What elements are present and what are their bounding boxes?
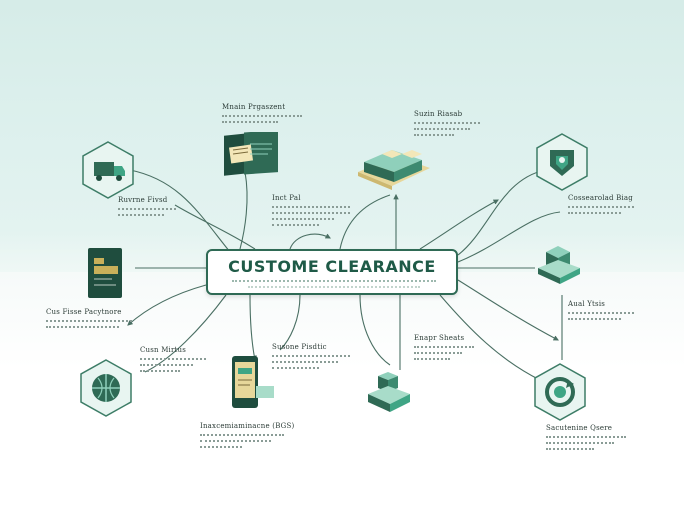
label-desc-line — [568, 206, 634, 208]
label-center-bottom: Susone Pisdtic — [272, 343, 350, 369]
truck-hexagon-icon — [82, 141, 134, 199]
label-desc-line — [272, 355, 350, 357]
label-title: Suzin Riasab — [414, 110, 463, 118]
label-desc-line — [546, 448, 594, 450]
label-desc-line — [414, 358, 450, 360]
label-desc-line — [222, 115, 302, 117]
refresh-hexagon-icon — [534, 363, 586, 421]
label-center-right-bottom: Enapr Sheats — [414, 334, 474, 360]
label-title: Aual Ytsis — [568, 300, 606, 308]
passport-icon — [88, 248, 122, 298]
label-bottom-left: Inaxcemiaminacne (BGS) — [200, 422, 295, 448]
label-title: Sacutenine Qsere — [546, 424, 613, 432]
label-left-top: Ruvrne Fivsd — [118, 196, 176, 216]
connector-right-top — [457, 169, 546, 256]
container-stack-icon — [368, 372, 410, 412]
connector-left-top2 — [174, 204, 256, 250]
label-desc-line — [118, 214, 165, 216]
boxes-icon — [538, 246, 580, 284]
connector-bottom-mid — [359, 294, 391, 366]
connector-topleft — [239, 171, 248, 250]
label-desc-line — [414, 128, 471, 130]
diagram-title: CUSTOME CLEARANCE — [228, 257, 436, 276]
label-desc-line — [414, 122, 480, 124]
label-right-mid: Aual Ytsis — [568, 300, 634, 320]
label-title: Enapr Sheats — [414, 334, 465, 342]
label-desc-line — [414, 134, 454, 136]
label-desc-line — [200, 440, 272, 442]
label-title: Cus Fisse Pacytnore — [46, 308, 122, 316]
label-desc-line — [272, 367, 319, 369]
label-desc-line — [414, 346, 474, 348]
label-desc-line — [546, 442, 614, 444]
connector-top-right2 — [419, 199, 499, 250]
label-desc-line — [272, 224, 319, 226]
label-bottom-right: Sacutenine Qsere — [546, 424, 626, 450]
connector-bottom-left — [249, 294, 257, 362]
title-subtext-line-2 — [248, 286, 420, 291]
label-desc-line — [414, 352, 462, 354]
connector-right-bottom — [439, 294, 541, 381]
label-desc-line — [118, 208, 176, 210]
label-top-right: Suzin Riasab — [414, 110, 480, 136]
tablet-icon — [232, 356, 274, 408]
shield-hexagon-icon — [536, 133, 588, 191]
label-desc-line — [222, 121, 278, 123]
connector-top-mid2 — [339, 194, 391, 250]
connector-top-mid — [289, 233, 331, 250]
label-title: Susone Pisdtic — [272, 343, 327, 351]
title-box: CUSTOME CLEARANCE — [206, 249, 458, 295]
label-desc-line — [200, 446, 242, 448]
label-desc-line — [140, 370, 180, 372]
label-desc-line — [568, 312, 634, 314]
label-title: Mnain Prgaszent — [222, 103, 286, 111]
connector-right-mid — [457, 279, 559, 341]
label-desc-line — [272, 361, 339, 363]
label-title: Inct Pal — [272, 194, 301, 202]
label-desc-line — [140, 358, 206, 360]
label-desc-line — [272, 212, 350, 214]
label-desc-line — [46, 326, 120, 328]
label-title: Inaxcemiaminacne (BGS) — [200, 422, 295, 430]
label-desc-line — [568, 318, 621, 320]
connector-right-top2 — [457, 211, 561, 263]
label-desc-line — [272, 218, 335, 220]
connector-left-top — [129, 169, 231, 253]
connector-bottom-center — [279, 294, 301, 351]
globe-hexagon-icon — [80, 359, 132, 417]
title-subtext-line — [232, 280, 436, 285]
label-desc-line — [140, 364, 193, 366]
label-desc-line — [272, 206, 350, 208]
label-top-center-mid: Inct Pal — [272, 194, 350, 226]
label-left-mid: Cus Fisse Pacytnore — [46, 308, 132, 328]
label-left-bottom: Cusn Mirtus — [140, 346, 206, 372]
label-right-top: Cossearolad Biag — [568, 194, 634, 214]
label-title: Ruvrne Fivsd — [118, 196, 168, 204]
label-desc-line — [46, 320, 132, 322]
connector-left-mid — [127, 284, 207, 326]
label-top-left: Mnain Prgaszent — [222, 103, 302, 123]
cargo-pallet-icon — [358, 150, 430, 190]
label-desc-line — [546, 436, 626, 438]
connector-left-bottom — [144, 294, 227, 373]
documents-icon — [224, 132, 278, 176]
label-desc-line — [568, 212, 621, 214]
label-desc-line — [200, 434, 284, 436]
label-title: Cusn Mirtus — [140, 346, 187, 354]
label-title: Cossearolad Biag — [568, 194, 633, 202]
